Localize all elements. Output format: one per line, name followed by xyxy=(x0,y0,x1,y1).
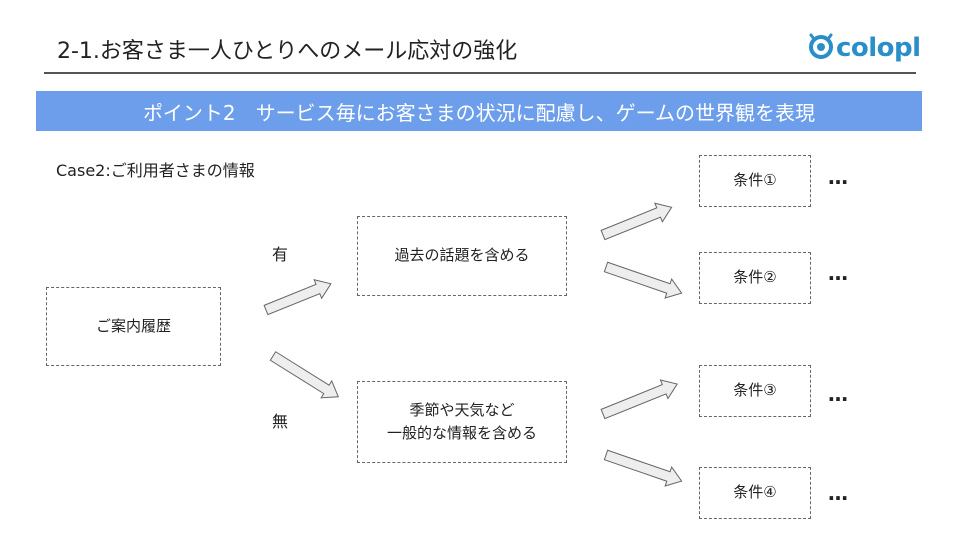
arrow-no-to-cond3 xyxy=(600,379,678,420)
condition-4-label: 条件④ xyxy=(733,483,777,502)
condition-3: 条件③ xyxy=(699,365,811,417)
ellipsis-3: … xyxy=(828,382,849,406)
condition-2-label: 条件② xyxy=(733,268,777,287)
node-no-label-line1: 季節や天気など xyxy=(409,400,515,419)
condition-3-label: 条件③ xyxy=(733,381,777,400)
title-divider xyxy=(44,72,916,74)
ellipsis-2: … xyxy=(828,261,849,285)
node-include-past-topics: 過去の話題を含める xyxy=(357,216,567,296)
condition-1: 条件① xyxy=(699,155,811,207)
condition-2: 条件② xyxy=(699,252,811,304)
node-include-general-info: 季節や天気など 一般的な情報を含める xyxy=(357,381,567,463)
ellipsis-1: … xyxy=(828,165,849,189)
arrow-no-to-cond4 xyxy=(603,449,683,487)
case-label: Case2:ご利用者さまの情報 xyxy=(56,161,255,180)
root-node: ご案内履歴 xyxy=(46,287,221,366)
arrow-yes-to-cond2 xyxy=(603,261,683,299)
ellipsis-4: … xyxy=(828,481,849,505)
colopl-logo: colopl xyxy=(806,33,921,63)
arrow-root-to-no xyxy=(269,351,340,399)
logo-text: colopl xyxy=(836,33,921,63)
node-yes-label: 過去の話題を含める xyxy=(394,246,530,265)
condition-1-label: 条件① xyxy=(733,171,777,190)
root-node-label: ご案内履歴 xyxy=(95,316,171,335)
slide-title: 2-1.お客さま一人ひとりへのメール応対の強化 xyxy=(57,39,518,64)
arrow-root-to-yes xyxy=(263,279,332,316)
branch-yes-label: 有 xyxy=(272,245,289,264)
arrow-yes-to-cond1 xyxy=(600,202,673,241)
logo-mark-icon xyxy=(809,33,833,59)
node-no-label-line2: 一般的な情報を含める xyxy=(386,424,537,442)
branch-no-label: 無 xyxy=(272,412,289,431)
point-banner: ポイント2 サービス毎にお客さまの状況に配慮し、ゲームの世界観を表現 xyxy=(36,91,922,131)
condition-4: 条件④ xyxy=(699,467,811,519)
